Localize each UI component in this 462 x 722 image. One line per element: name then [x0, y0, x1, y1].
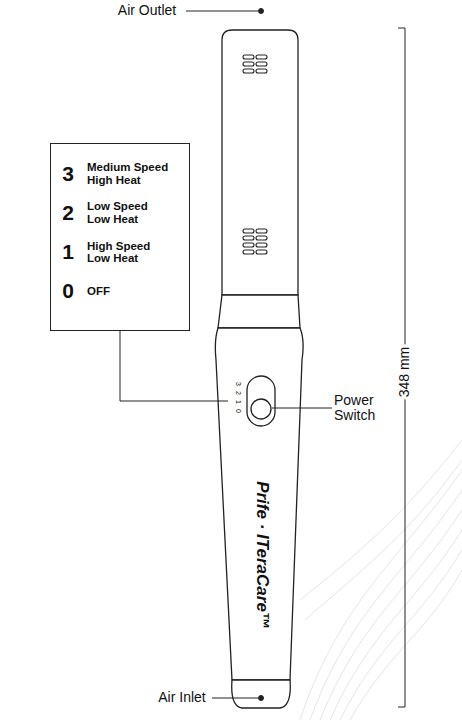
setting-number: 3 [55, 162, 81, 186]
part-label: Air Inlet [158, 690, 205, 705]
switch-mark: 3 [234, 382, 242, 386]
setting-number: 2 [55, 201, 81, 225]
setting-description: Medium Speed High Heat [87, 161, 173, 186]
power-switch [247, 376, 275, 426]
setting-row: 1High Speed Low Heat [55, 240, 183, 265]
brush-head [222, 30, 298, 295]
setting-row: 2Low Speed Low Heat [55, 200, 183, 225]
setting-row: 0 OFF [55, 279, 183, 303]
handle [215, 328, 303, 680]
switch-mark: 2 [234, 391, 242, 395]
neck-ring [218, 295, 300, 328]
brand-logo: Prife · ITeraCare™ [253, 481, 272, 629]
end-cap [232, 680, 291, 708]
setting-description: Low Speed Low Heat [87, 200, 173, 225]
part-label: Power Switch [334, 393, 394, 424]
leader-lines [120, 9, 332, 701]
switch-mark: 0 [234, 409, 242, 413]
setting-description: High Speed Low Heat [87, 240, 173, 265]
switch-mark: 1 [234, 400, 242, 404]
setting-number: 1 [55, 240, 81, 264]
switch-knob [251, 399, 271, 419]
vent-slots [243, 55, 267, 254]
wave-texture [300, 440, 462, 720]
setting-row: 3Medium Speed High Heat [55, 161, 183, 186]
part-label: Air Outlet [118, 3, 176, 18]
settings-box: 3Medium Speed High Heat2Low Speed Low He… [50, 143, 190, 331]
dimension-label: 348 mm [397, 345, 412, 400]
setting-description: OFF [87, 285, 173, 298]
setting-number: 0 [55, 279, 81, 303]
